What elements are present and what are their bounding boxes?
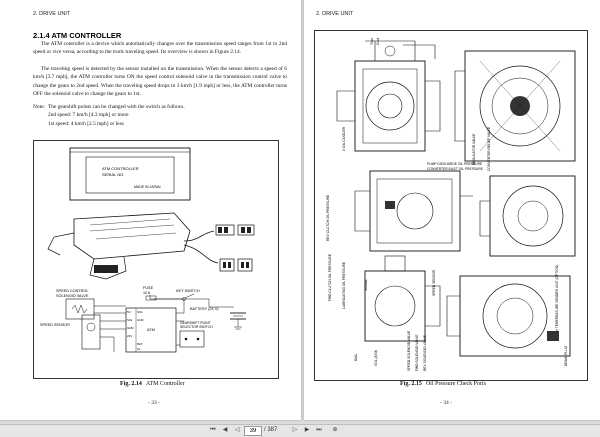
first-page-icon[interactable]: ⏮ (210, 427, 216, 433)
figure-oil-pressure-ports: Tran Cool. # OIL COOLER PUMP DISCHARGE O… (314, 30, 588, 381)
label-bottom-8: DRAIN PLUG (564, 345, 568, 366)
figure-number: Fig. 2.14 (120, 381, 142, 387)
label-fuse-rating: 10 A (143, 291, 151, 295)
note-line-1: 2nd speed: 7 km/h [4.3 mph] or more (48, 112, 129, 119)
label-atm: ATM (147, 328, 155, 332)
next-view-icon[interactable]: ▷ (292, 427, 298, 433)
label-fuse: FUSE (143, 286, 154, 290)
term-5: SOL (137, 310, 143, 314)
zoom-icon[interactable]: ⊕ (332, 427, 338, 433)
label-speed-sensor: SPEED SENSOR (40, 323, 70, 327)
page-number-input[interactable] (244, 426, 262, 436)
right-page: 2. DRIVE UNIT Tran Cool. # OIL COOLER (304, 0, 600, 420)
note-label: Note: (33, 104, 45, 110)
label-bottom-3: SOL (ATM) (374, 350, 378, 366)
label-low-2: FWD CLUTCH OIL PRESSURE (328, 253, 332, 301)
next-page-icon[interactable]: ▶ (304, 427, 310, 433)
label-bottom-4: SPEED SOLENOID VALVE (407, 330, 411, 371)
label-battery: BATTERY (24 V) (190, 307, 219, 311)
total-pages-label: / 387 (264, 427, 278, 433)
term-2: SIG (127, 318, 133, 322)
term-4: 24V (127, 334, 132, 338)
paragraph-2: The traveling speed is detected by the s… (33, 66, 287, 97)
figure-caption-text: Oil Pressure Check Ports (425, 381, 487, 387)
label-low-4: SPEED SENSOR (432, 269, 436, 296)
note-block: Note:The gearshift points can be changed… (33, 103, 185, 128)
figure-atm-controller: ATM CONTROLLER SERIAL NO. MADE IN JAPAN … (33, 140, 279, 379)
label-gearshift-2: SELECTOR SWITCH (180, 325, 213, 329)
page-header: 2. DRIVE UNIT (33, 11, 71, 17)
term-7: BAT (137, 342, 143, 346)
label-tran: Tran (370, 38, 374, 45)
label-solenoid-valve: SOLENOID VALVE (56, 294, 89, 298)
page-number: - 33 - (148, 400, 160, 406)
label-bottom-2: SIGNAL (364, 279, 368, 291)
previous-view-icon[interactable]: ◁ (234, 427, 240, 433)
label-bottom-6: REV SOLENOID VALVE (423, 334, 427, 371)
plate-line-3: MADE IN JAPAN (134, 185, 161, 189)
label-key-switch: KEY SWITCH (176, 289, 200, 293)
plate-line-1: ATM CONTROLLER (102, 166, 139, 171)
atm-controller-drawing: ATM CONTROLLER SERIAL NO. MADE IN JAPAN … (40, 147, 255, 353)
label-cool: Cool. (376, 37, 380, 45)
label-mid-1: PUMP DISCHARGE OIL PRESSURE (427, 162, 483, 166)
term-6: GND (137, 318, 145, 322)
label-bottom-5: FWD SOLENOID VALVE (415, 334, 419, 371)
note-text: The gearshift points can be changed with… (48, 104, 185, 110)
label-bottom-7: # TEMPERATURE SENDER UNIT (OPTION) (555, 265, 559, 331)
plate-line-2: SERIAL NO. (102, 172, 124, 177)
label-gearshift-1: GEARSHIFT POINT (180, 321, 211, 325)
last-page-icon[interactable]: ⏭ (316, 427, 322, 433)
viewer-toolbar: ⏮ ◀ ◁ / 387 ▷ ▶ ⏭ ⊕ (0, 424, 600, 437)
label-low-1: REV CLUTCH OIL PRESSURE (326, 194, 330, 241)
term-1: 5V (127, 310, 131, 314)
label-speed-control: SPEED CONTROL (56, 289, 89, 293)
paragraph-1: The ATM controller is a device which aut… (33, 41, 287, 56)
section-title: 2.1.4 ATM CONTROLLER (33, 31, 122, 40)
label-mid-3: REGULATOR VALVE (472, 133, 476, 165)
term-3: GND (127, 326, 135, 330)
label-oil-cooler: # OIL COOLER (342, 126, 346, 151)
page-header: 2. DRIVE UNIT (316, 11, 354, 17)
left-page: 2. DRIVE UNIT 2.1.4 ATM CONTROLLER The A… (0, 0, 301, 420)
term-8: IG (137, 347, 141, 351)
figure-number: Fig. 2.15 (400, 381, 422, 387)
note-line-2: 1st speed: 4 km/h [2.5 mph] or less (48, 120, 124, 127)
transmission-drawing: Tran Cool. # OIL COOLER PUMP DISCHARGE O… (326, 37, 576, 371)
label-mid-2: CONVERTER INLET OIL PRESSURE (427, 167, 484, 171)
page-number: - 34 - (440, 400, 452, 406)
figure-caption-text: ATM Controller (145, 381, 185, 387)
previous-page-icon[interactable]: ◀ (222, 427, 228, 433)
label-bottom-1: DIAL (354, 354, 358, 361)
label-low-3: LUBRICATING OIL PRESSURE (342, 261, 346, 309)
label-mid-4: CONVERTER RELIEF VALVE (487, 126, 491, 171)
